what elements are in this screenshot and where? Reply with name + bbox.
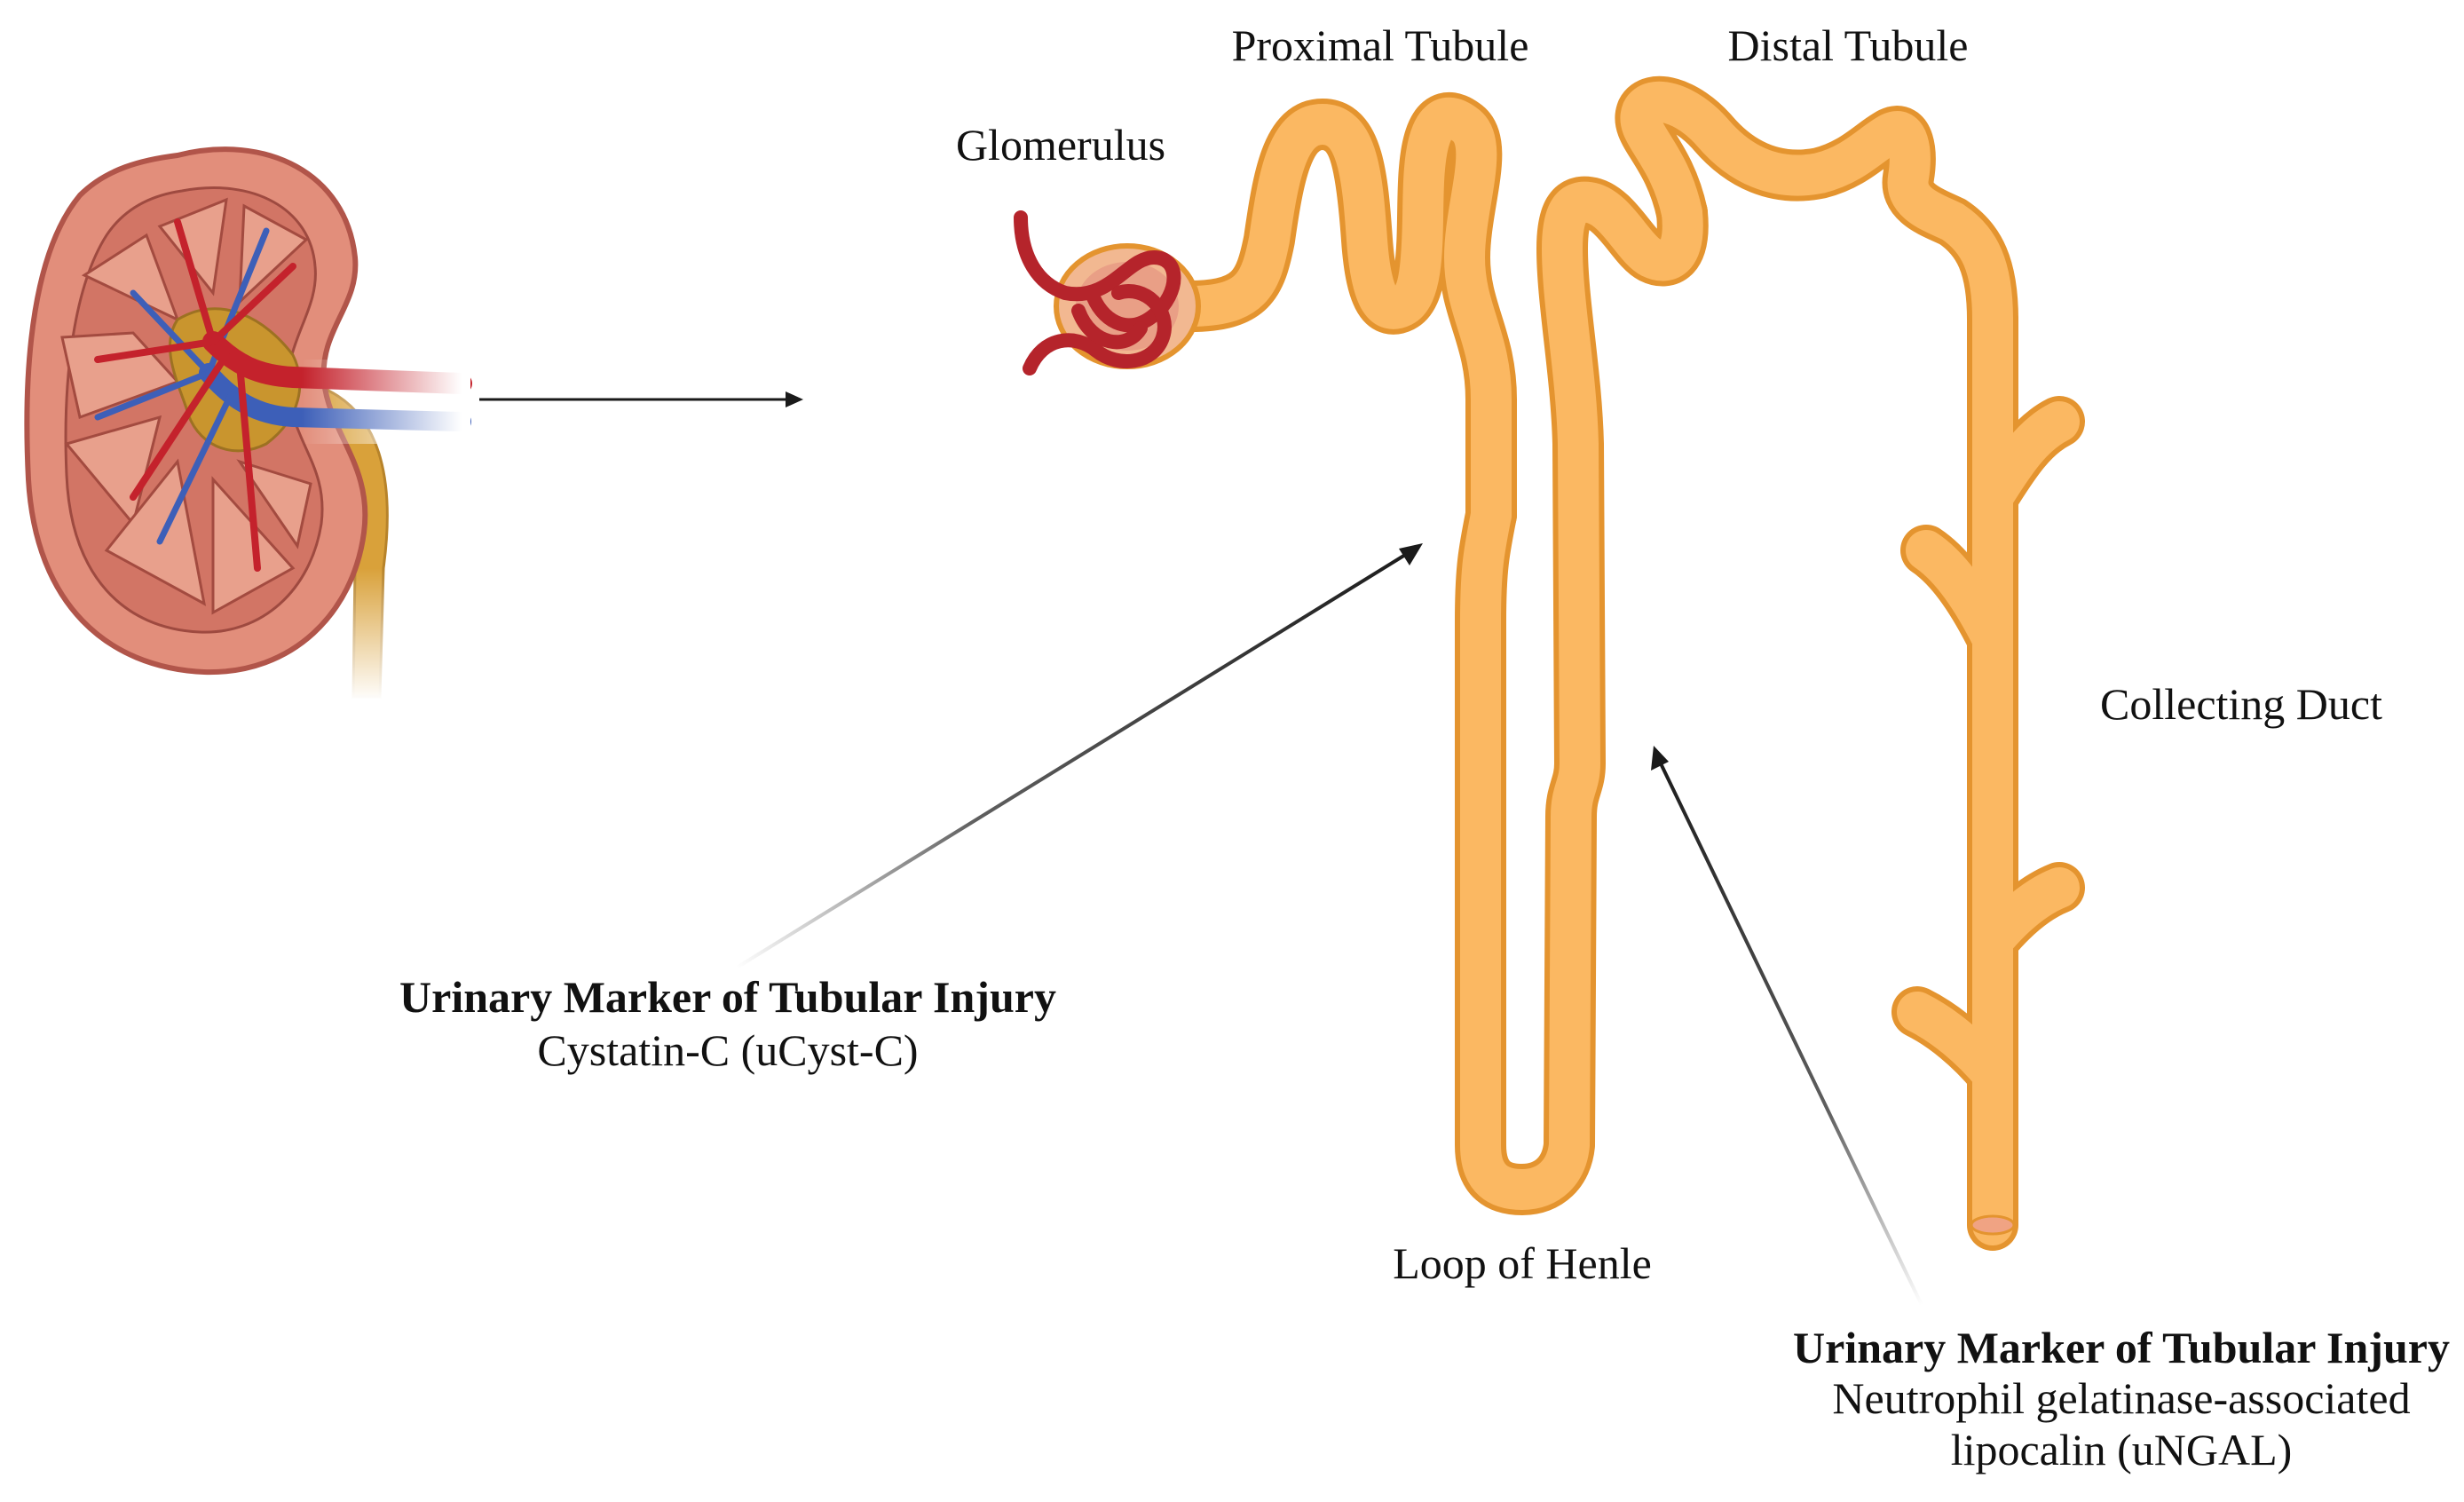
glomerular-capillaries — [1014, 210, 1181, 376]
label-loop-of-henle: Loop of Henle — [1393, 1238, 1652, 1288]
marker-heading: Urinary Marker of Tubular Injury — [1793, 1323, 2450, 1372]
nephron — [1164, 75, 2085, 1251]
label-proximal-tubule: Proximal Tubule — [1232, 20, 1529, 70]
glomerulus — [1014, 210, 1201, 376]
marker-name: Cystatin-C (uCyst-C) — [537, 1025, 918, 1075]
renal-vein — [94, 227, 471, 545]
marker-name-line: lipocalin (uNGAL) — [1951, 1425, 2293, 1474]
renal-pyramid — [236, 459, 312, 549]
renal-pyramid — [81, 233, 180, 322]
marker-name-line: Neutrophil gelatinase-associated — [1832, 1373, 2410, 1423]
label-glomerulus: Glomerulus — [956, 120, 1165, 170]
label-collecting-duct: Collecting Duct — [2100, 679, 2382, 729]
renal-pyramid — [238, 203, 309, 305]
renal-artery — [94, 218, 472, 572]
zoom-arrow — [479, 391, 803, 407]
collecting-duct-opening — [1970, 1214, 2016, 1236]
marker-caption-ngal: Urinary Marker of Tubular Injury Neutrop… — [1793, 1323, 2450, 1474]
marker-heading: Urinary Marker of Tubular Injury — [399, 972, 1056, 1022]
marker-caption-cystatin: Urinary Marker of Tubular Injury Cystati… — [399, 972, 1056, 1075]
label-distal-tubule: Distal Tubule — [1728, 20, 1969, 70]
marker-arrow-left — [735, 543, 1423, 969]
marker-arrow-right — [1651, 746, 1923, 1306]
kidney-illustration — [24, 146, 472, 701]
